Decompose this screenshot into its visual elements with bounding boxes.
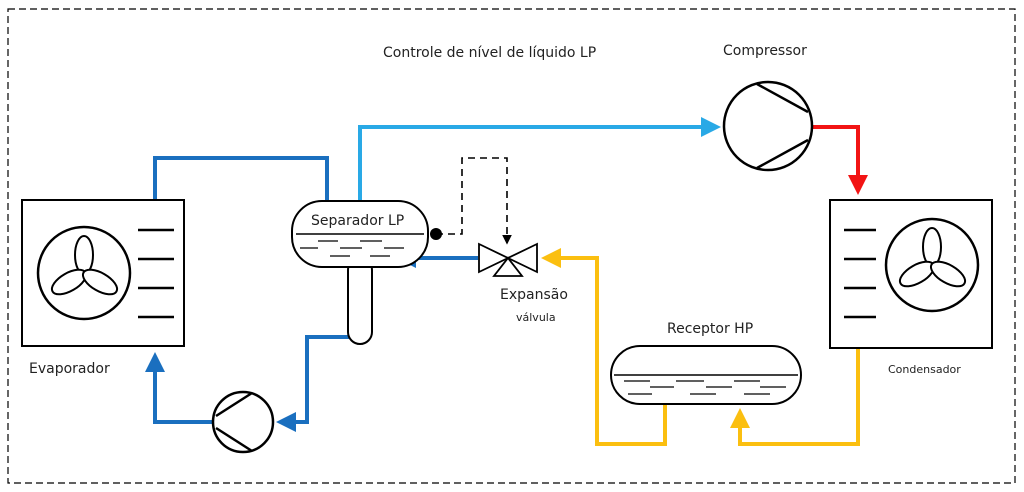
- receiver-label: Receptor HP: [667, 321, 753, 337]
- pipe-evaporator-to-separator: [153, 156, 337, 244]
- separator-label: Separador LP: [311, 213, 404, 229]
- control-signal-line: [436, 157, 512, 245]
- pipe-receiver-to-valve: [541, 248, 667, 446]
- pump: [211, 390, 275, 454]
- compressor-label: Compressor: [723, 43, 807, 59]
- pipe-pump-to-evaporator: [145, 352, 212, 424]
- evaporator-label: Evaporador: [29, 361, 110, 377]
- level-sensor: [430, 228, 442, 240]
- pipe-separator-to-compressor: [358, 117, 721, 200]
- condenser: [829, 199, 993, 349]
- valve-label: válvula: [516, 311, 556, 324]
- pipe-separator-to-pump: [276, 335, 355, 432]
- receiver-hp: [610, 345, 802, 405]
- separator-lp: [291, 200, 442, 345]
- condenser-label: Condensador: [888, 363, 961, 376]
- expansion-label: Expansão: [500, 287, 568, 303]
- control-label: Controle de nível de líquido LP: [383, 45, 596, 61]
- pipe-compressor-to-condenser: [812, 125, 868, 195]
- expansion-valve: [478, 242, 538, 277]
- compressor: [722, 80, 814, 172]
- pipe-condenser-to-receiver: [730, 348, 860, 446]
- evaporator: [21, 199, 185, 347]
- outer-boundary: [7, 8, 1016, 484]
